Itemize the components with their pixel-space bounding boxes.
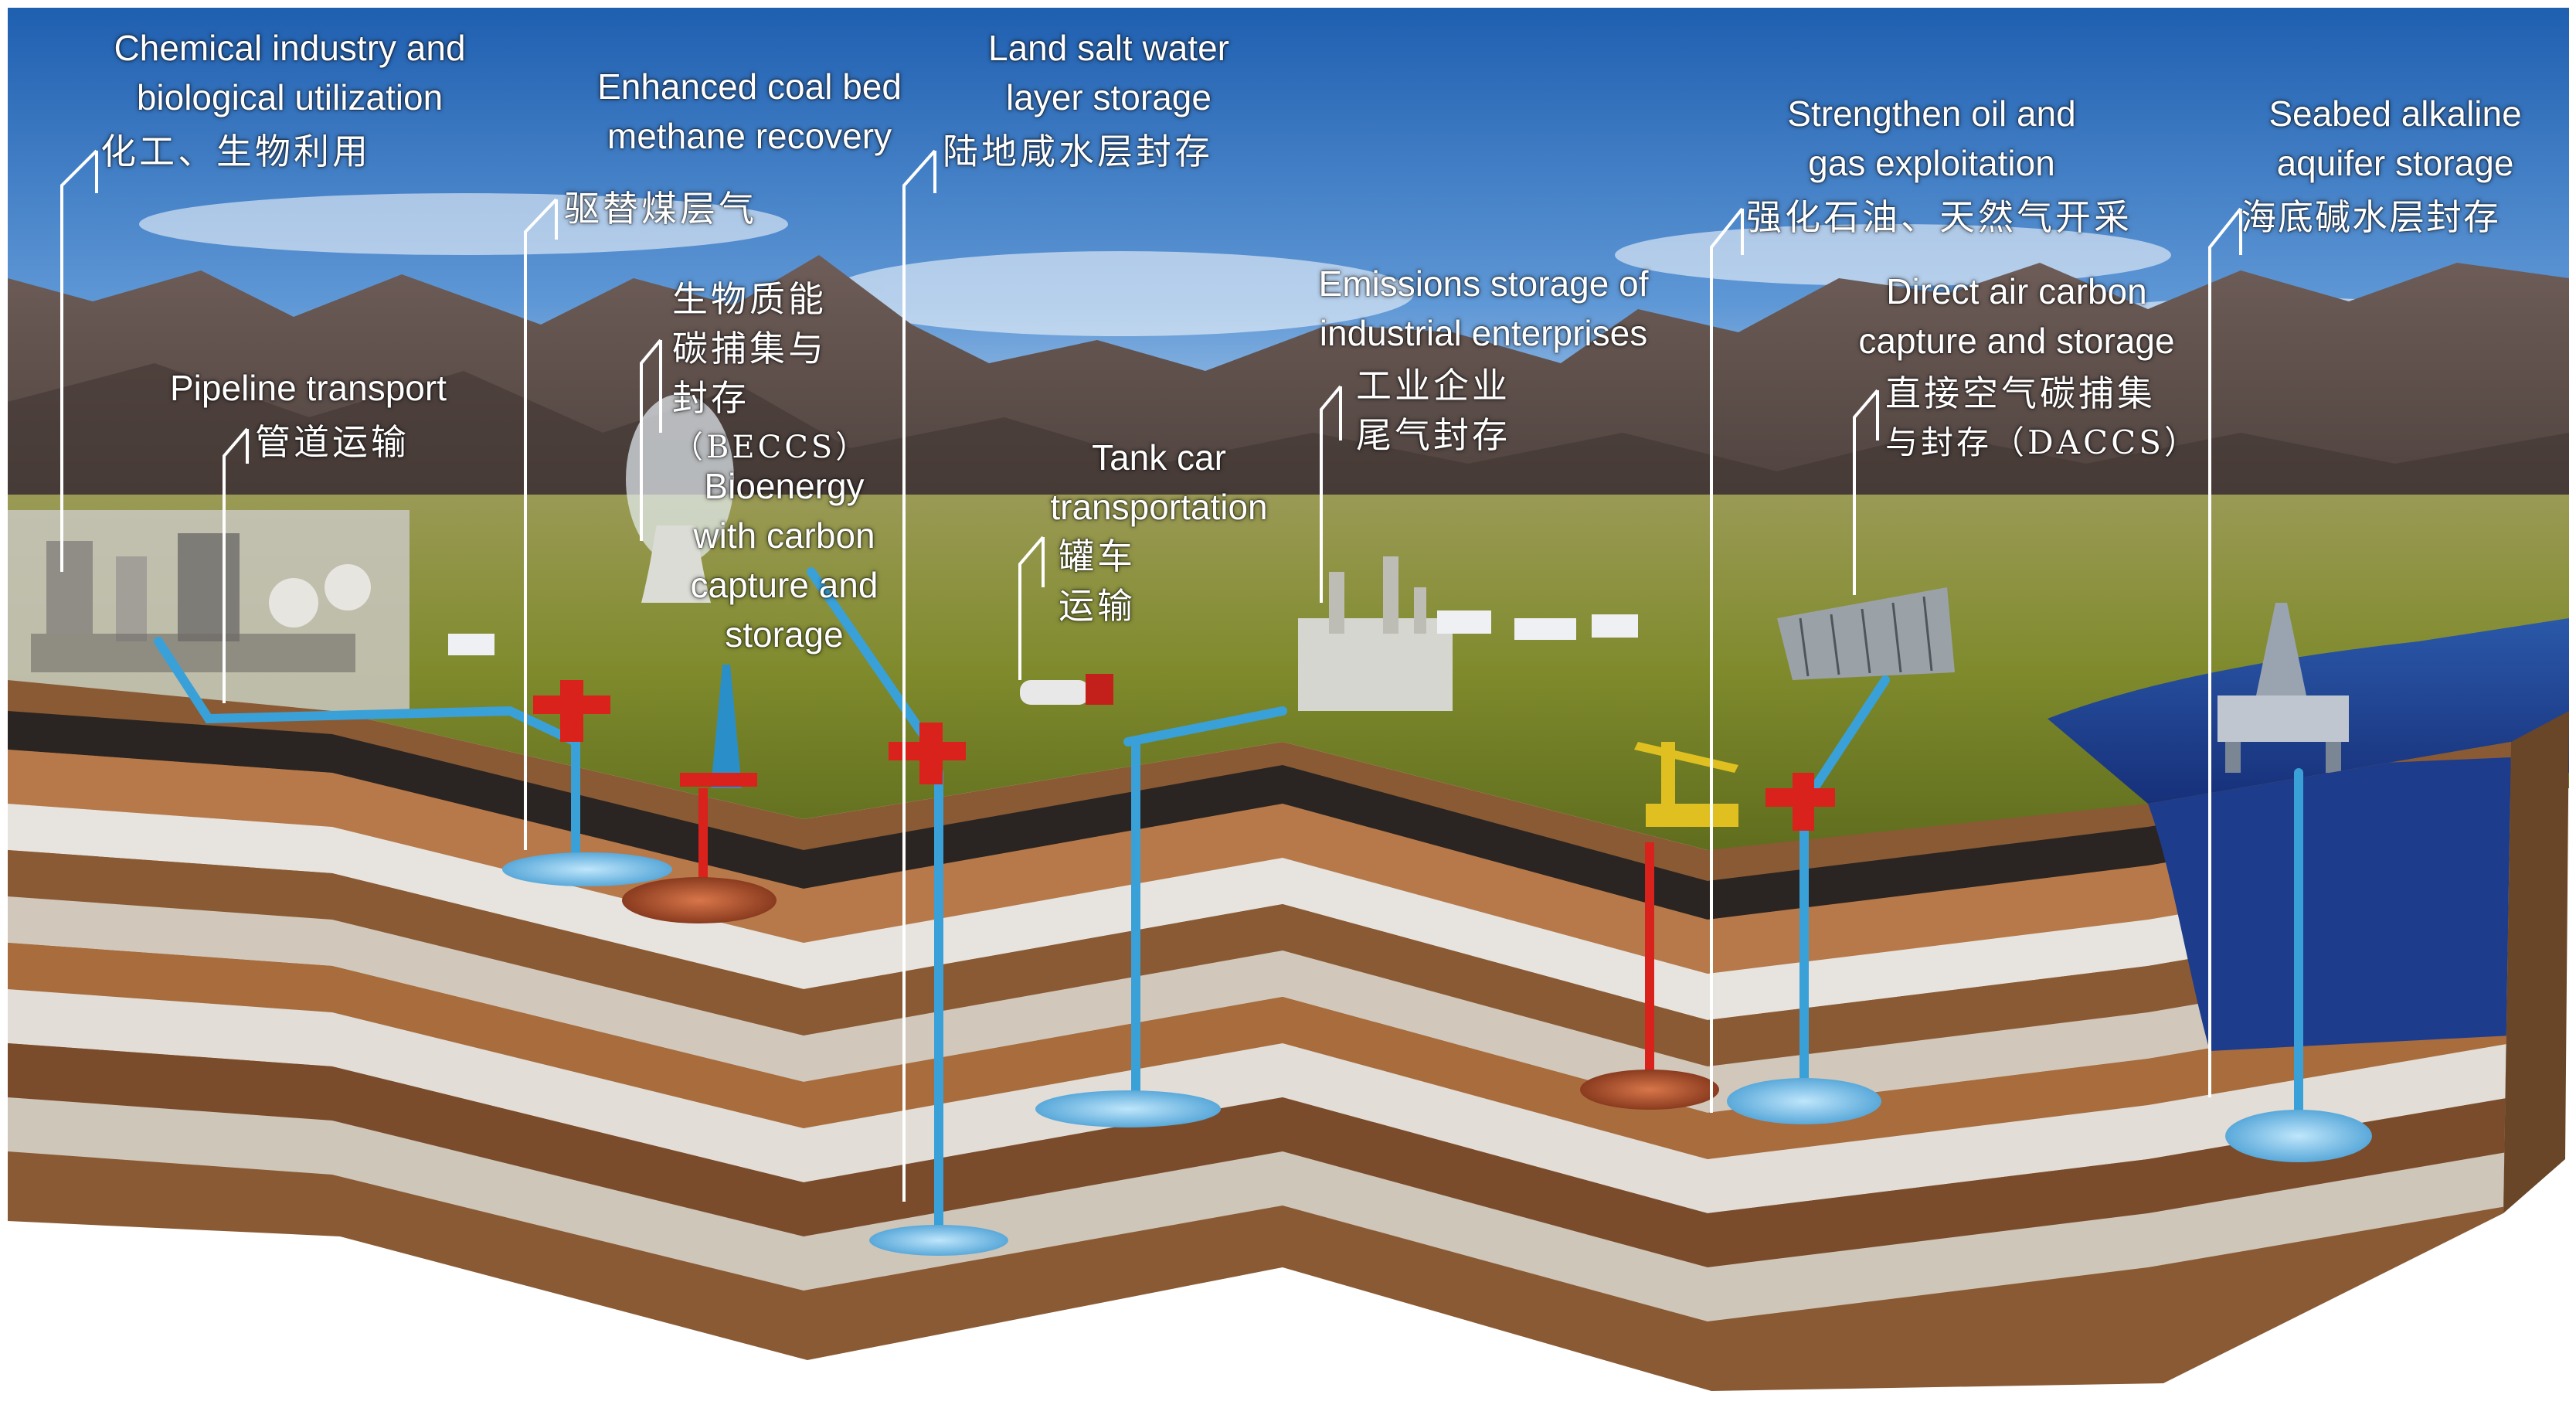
- block-side-face: [2503, 711, 2569, 1213]
- label-pipeline: Pipeline transport 管道运输: [170, 363, 447, 467]
- pumpjack: [1634, 742, 1738, 827]
- label-oil-gas-en-2: gas exploitation: [1808, 143, 2055, 183]
- label-emissions-en-2: industrial enterprises: [1319, 313, 1648, 353]
- label-tank-car-en-2: transportation: [1050, 487, 1268, 527]
- label-oil-gas-cn: 强化石油、天然气开采: [1746, 196, 2133, 238]
- label-beccs-cn-1: 生物质能: [672, 278, 827, 320]
- label-seabed: Seabed alkaline aquifer storage 海底碱水层封存: [2225, 89, 2565, 242]
- label-beccs-cn-3: 封存: [672, 377, 749, 419]
- beccs-plant: [626, 394, 734, 603]
- label-beccs-en-1: Bioenergy: [704, 466, 865, 506]
- label-emissions-cn-2: 尾气封存: [1356, 414, 1511, 456]
- co2-storage-zones: [502, 852, 2372, 1256]
- label-beccs-cn: 生物质能 碳捕集与 封存 （BECCS）: [672, 274, 869, 472]
- industrial-area: [8, 510, 410, 711]
- label-tank-car-cn-2: 运输: [1059, 585, 1136, 627]
- label-coal-bed-methane: Enhanced coal bed methane recovery 驱替煤层气: [549, 62, 950, 233]
- label-coal-bed-methane-en-1: Enhanced coal bed: [597, 66, 902, 107]
- dac-unit: [1777, 587, 1955, 680]
- label-oil-gas-en-1: Strengthen oil and: [1787, 94, 2076, 134]
- label-land-salt-water-en-2: layer storage: [1006, 77, 1212, 117]
- label-land-salt-water-cn: 陆地咸水层封存: [943, 131, 1213, 172]
- drilling-derrick: [680, 665, 757, 788]
- label-land-salt-water: Land salt water layer storage 陆地咸水层封存: [919, 23, 1298, 176]
- label-chemical-industry-cn: 化工、生物利用: [100, 131, 371, 172]
- offshore-rig: [2217, 603, 2349, 773]
- label-emissions-cn-1: 工业企业: [1356, 365, 1511, 406]
- label-beccs-en-2: with carbon: [693, 515, 875, 556]
- label-coal-bed-methane-en-2: methane recovery: [607, 116, 892, 156]
- label-dac: Direct air carbon capture and storage 直接…: [1816, 267, 2217, 468]
- industrial-factory: [1298, 556, 1453, 711]
- label-seabed-en-1: Seabed alkaline: [2268, 94, 2522, 134]
- label-emissions-en-1: Emissions storage of: [1318, 264, 1649, 304]
- leader-lines: [60, 149, 2242, 1202]
- label-chemical-industry: Chemical industry and biological utiliza…: [70, 23, 510, 176]
- co2-pipes: [154, 567, 2303, 1241]
- label-seabed-en-2: aquifer storage: [2276, 143, 2514, 183]
- tank-truck: [1020, 674, 1113, 705]
- label-beccs-cn-2: 碳捕集与: [672, 328, 827, 369]
- label-beccs-en-4: storage: [725, 614, 844, 655]
- label-dac-en-2: capture and storage: [1858, 321, 2175, 361]
- label-chemical-industry-en-2: biological utilization: [136, 77, 443, 117]
- label-pipeline-en: Pipeline transport: [170, 368, 447, 408]
- label-emissions: Emissions storage of industrial enterpri…: [1275, 259, 1692, 460]
- label-pipeline-cn: 管道运输: [255, 421, 410, 463]
- label-chemical-industry-en-1: Chemical industry and: [114, 28, 466, 68]
- label-beccs-en-3: capture and: [690, 565, 878, 605]
- label-coal-bed-methane-cn: 驱替煤层气: [564, 188, 757, 230]
- houses: [448, 610, 1638, 655]
- label-dac-cn-2: 与封存（DACCS）: [1885, 423, 2200, 461]
- label-beccs-cn-4: （BECCS）: [672, 430, 870, 465]
- label-beccs-en: Bioenergy with carbon capture and storag…: [664, 461, 904, 659]
- label-tank-car: Tank car transportation 罐车 运输: [1020, 433, 1298, 631]
- label-seabed-cn: 海底碱水层封存: [2241, 196, 2500, 238]
- label-tank-car-en-1: Tank car: [1092, 437, 1226, 478]
- label-tank-car-cn-1: 罐车: [1059, 536, 1136, 577]
- label-oil-gas: Strengthen oil and gas exploitation 强化石油…: [1731, 89, 2133, 242]
- wellheads: [533, 680, 1835, 831]
- label-dac-cn-1: 直接空气碳捕集: [1885, 372, 2156, 414]
- label-land-salt-water-en-1: Land salt water: [988, 28, 1229, 68]
- label-dac-en-1: Direct air carbon: [1886, 271, 2147, 311]
